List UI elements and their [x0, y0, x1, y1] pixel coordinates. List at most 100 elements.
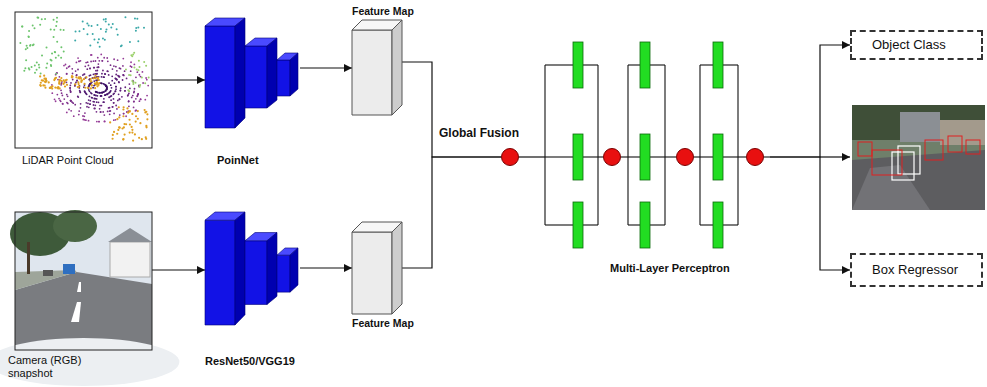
connector — [770, 157, 850, 270]
input-image: LiDAR Point Cloud — [15, 12, 152, 148]
mlp-wire — [598, 156, 603, 157]
mlp-wire — [764, 156, 770, 157]
layer-front — [277, 60, 290, 96]
mlp-wire — [545, 64, 573, 65]
shape-outline — [205, 18, 300, 128]
mlp-wire — [627, 65, 628, 225]
connector — [152, 269, 205, 270]
output-box: Object Class — [850, 30, 983, 60]
neuron-bar — [573, 42, 583, 88]
map-front — [352, 232, 392, 314]
node-caption: PoinNet — [217, 154, 259, 167]
mlp-wire — [723, 156, 738, 157]
shape-outline — [15, 12, 152, 148]
fusion-node: Global Fusion — [501, 148, 519, 166]
network-block: ResNet50/VGG19 — [205, 212, 300, 325]
input-image: Camera (RGB) snapshot — [15, 212, 152, 350]
image-frame — [15, 212, 152, 350]
tree — [53, 210, 97, 242]
mlp-wire — [545, 156, 573, 157]
map-side — [392, 20, 402, 115]
neuron-bar — [640, 202, 650, 248]
node-caption: Multi-Layer Perceptron — [610, 262, 730, 275]
mlp-wire — [650, 224, 665, 225]
feature-map: Feature Map — [352, 20, 402, 115]
mlp-wire — [738, 156, 746, 157]
output-arrow — [820, 156, 850, 157]
merge-dot — [604, 149, 621, 166]
neuron-bar — [640, 134, 650, 180]
connector — [770, 45, 850, 157]
roof — [108, 228, 152, 242]
layer-front — [245, 241, 267, 305]
layer-side — [290, 248, 298, 292]
mlp-wire — [664, 65, 665, 225]
shape-outline — [352, 20, 402, 115]
trunk — [27, 242, 30, 274]
connector — [300, 267, 352, 268]
fusion-dot — [502, 149, 519, 166]
node-caption: Feature Map — [352, 5, 414, 18]
connector — [300, 67, 352, 68]
mlp-wire — [583, 156, 598, 157]
mlp-wire — [628, 156, 640, 157]
connector — [402, 62, 501, 157]
mlp-wire — [544, 65, 545, 225]
point-cloud — [19, 16, 149, 141]
mlp-wire — [700, 64, 713, 65]
mlp-wire — [597, 65, 598, 225]
shape-outline — [205, 212, 300, 325]
neuron-bar — [713, 134, 723, 180]
neuron-bar — [573, 134, 583, 180]
car — [43, 270, 53, 276]
layer-front — [205, 220, 235, 325]
image-frame — [15, 12, 152, 148]
lane-mark — [71, 302, 81, 322]
box-label: Box Regressor — [852, 262, 968, 278]
mlp-wire — [628, 224, 640, 225]
connector — [402, 157, 501, 268]
mlp-wire — [583, 64, 598, 65]
shape-outline — [501, 148, 519, 166]
shape-outline — [545, 38, 770, 250]
mlp-wire — [545, 224, 573, 225]
output-box: Box Regressor — [850, 253, 983, 287]
layer-side — [267, 233, 277, 305]
shape-outline — [352, 222, 402, 314]
mlp-wire — [723, 224, 738, 225]
mlp-wire — [737, 65, 738, 225]
node-caption: LiDAR Point Cloud — [22, 154, 114, 167]
neuron-bar — [713, 202, 723, 248]
mlp-wire — [628, 64, 640, 65]
lane-mark — [77, 282, 81, 292]
connector — [152, 79, 205, 80]
layer-front — [277, 255, 290, 292]
mlp-wire — [583, 224, 598, 225]
mlp-wire — [650, 64, 665, 65]
connector — [519, 156, 545, 157]
mlp-block: Multi-Layer Perceptron — [545, 38, 770, 250]
truck — [63, 264, 75, 274]
neuron-bar — [640, 42, 650, 88]
node-caption: ResNet50/VGG19 — [205, 355, 295, 368]
map-front — [352, 30, 392, 115]
node-caption: Global Fusion — [439, 126, 519, 140]
mlp-wire — [621, 156, 628, 157]
mlp-wire — [723, 64, 738, 65]
layer-front — [205, 26, 235, 128]
neuron-bar — [713, 42, 723, 88]
mlp-wire — [665, 156, 676, 157]
layer-side — [290, 53, 298, 96]
map-side — [392, 222, 402, 314]
shape-outline — [15, 212, 152, 350]
house — [110, 242, 150, 277]
mlp-wire — [694, 156, 700, 157]
layer-side — [267, 38, 277, 108]
node-caption: Camera (RGB) snapshot — [8, 354, 93, 380]
mlp-wire — [700, 156, 713, 157]
merge-dot — [747, 149, 764, 166]
feature-map: Feature Map — [352, 222, 402, 314]
network-block: PoinNet — [205, 18, 300, 128]
layer-side — [235, 18, 245, 128]
